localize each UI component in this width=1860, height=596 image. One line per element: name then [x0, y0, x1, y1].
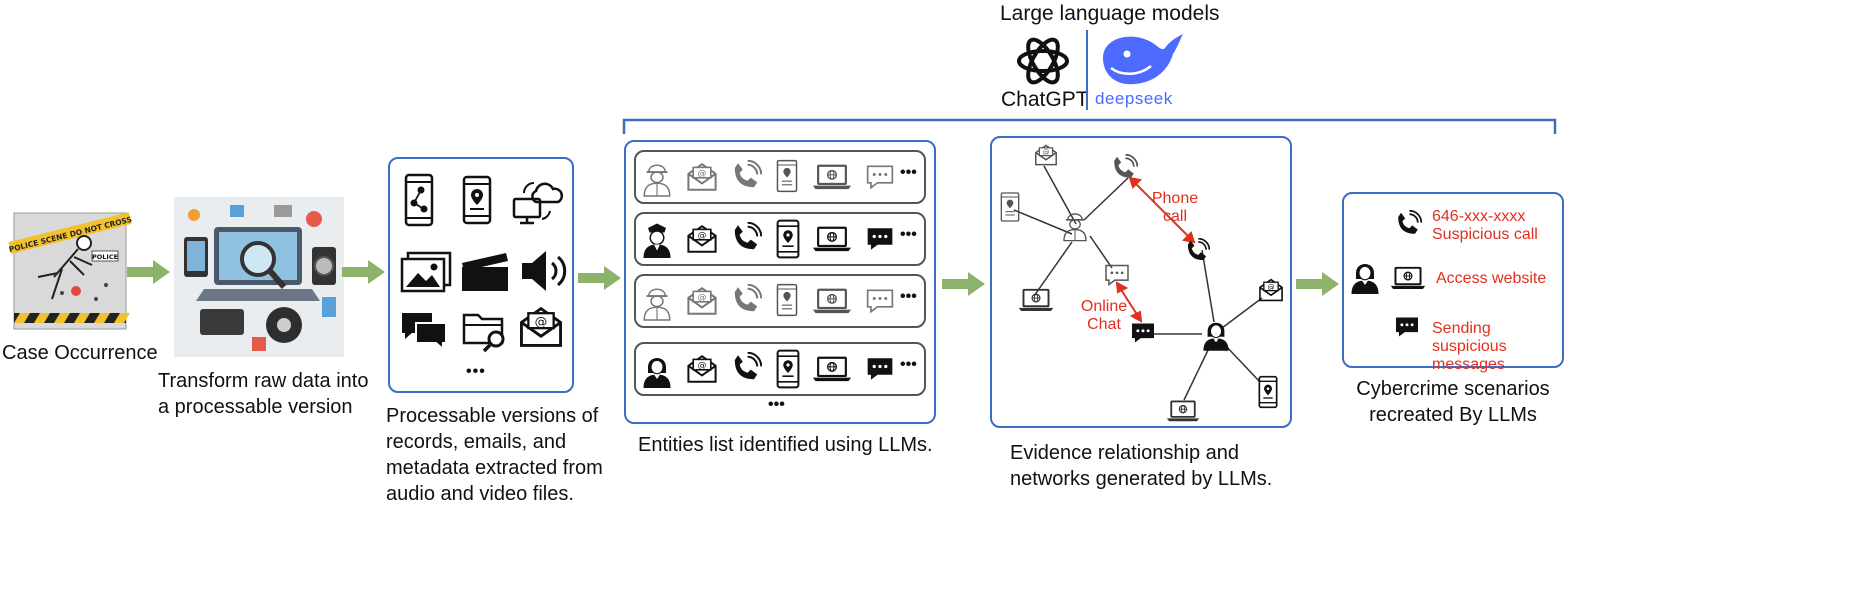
row-more-indicator: ••• — [900, 356, 917, 373]
phone-location-icon — [462, 173, 492, 227]
messages-icon — [402, 313, 447, 352]
call-icon — [1394, 210, 1422, 238]
row-more-indicator: ••• — [900, 226, 917, 243]
call-icon — [1184, 238, 1210, 264]
network-edges — [1013, 165, 1263, 401]
entity-row-1: ••• — [634, 150, 926, 204]
arrow-3 — [578, 265, 622, 291]
email-icon — [518, 305, 564, 349]
phone-contacts-icon — [404, 173, 434, 227]
chat-icon — [866, 226, 894, 252]
person-icon — [1202, 316, 1230, 352]
arrow-1 — [127, 259, 171, 285]
video-clapper-icon — [462, 253, 508, 291]
scenario-access-website: Access website — [1436, 270, 1547, 287]
chatgpt-label: ChatGPT — [1001, 88, 1089, 111]
mail-icon — [686, 224, 718, 254]
scenario-suspicious-call: 646-xxx-xxxx Suspicious call — [1432, 208, 1538, 243]
worker-icon — [1062, 208, 1088, 242]
deepseek-whale-icon — [1103, 34, 1183, 85]
phone-call-label: Phone call — [1151, 190, 1199, 225]
processable-caption-line1: Processable versions of — [386, 405, 599, 427]
chat-icon — [866, 164, 894, 190]
row-more-indicator: ••• — [900, 288, 917, 305]
row-more-indicator: ••• — [900, 164, 917, 181]
phone-location-icon — [776, 348, 800, 390]
data-transform-illustration — [174, 197, 344, 357]
person-icon — [642, 350, 672, 390]
llm-group-title: Large language models — [1000, 2, 1220, 25]
chat-icon — [1394, 316, 1420, 338]
entity-row-3: ••• — [634, 274, 926, 328]
arrow-4 — [942, 271, 986, 297]
processable-more-indicator: ••• — [466, 363, 486, 380]
arrow-2 — [342, 259, 386, 285]
scenarios-caption-line2: recreated By LLMs — [1369, 404, 1537, 426]
call-icon — [1110, 154, 1138, 182]
network-panel: Phone call Online Chat — [990, 136, 1292, 428]
worker-icon — [642, 158, 672, 198]
phone-location-icon — [776, 218, 800, 260]
mail-icon — [1258, 278, 1284, 302]
llm-divider — [1086, 30, 1088, 110]
network-caption-line2: networks generated by LLMs. — [1010, 468, 1273, 490]
cloud-sync-icon — [512, 182, 564, 225]
scenario-suspicious-messages: Sending suspicious messages — [1432, 320, 1507, 373]
photos-icon — [400, 251, 452, 293]
police-officer-icon — [642, 220, 672, 260]
phone-location-icon — [776, 280, 798, 320]
processable-caption-line3: metadata extracted from — [386, 457, 603, 479]
entities-panel: ••• ••• ••• ••• ••• — [624, 140, 936, 424]
call-icon — [730, 222, 762, 254]
network-caption-line1: Evidence relationship and — [1010, 442, 1240, 464]
phone-location-icon — [1258, 374, 1278, 410]
call-icon — [730, 352, 762, 384]
laptop-icon — [812, 226, 852, 252]
scenarios-caption-line1: Cybercrime scenarios — [1356, 378, 1550, 400]
entity-row-2: ••• — [634, 212, 926, 266]
call-icon — [730, 284, 762, 316]
entities-more-indicator: ••• — [768, 396, 785, 413]
entities-caption: Entities list identified using LLMs. — [638, 434, 933, 456]
chat-icon — [866, 288, 894, 314]
phone-location-icon — [1000, 190, 1020, 224]
entity-row-4: ••• — [634, 342, 926, 396]
transform-caption-line2: a processable version — [158, 396, 353, 418]
mail-icon — [686, 162, 718, 192]
laptop-icon — [812, 356, 852, 382]
call-icon — [730, 160, 762, 192]
person-outline-icon — [642, 282, 672, 322]
arrow-5 — [1296, 271, 1340, 297]
llm-scope-bracket — [622, 118, 1557, 134]
crime-scene-image: POLICE SCENE DO NOT CROSS POLICE — [8, 212, 133, 330]
transform-caption-line1: Transform raw data into — [158, 370, 369, 392]
chat-icon — [866, 356, 894, 382]
mail-icon — [686, 286, 718, 316]
deepseek-label: deepseek — [1095, 89, 1173, 108]
mail-icon — [686, 354, 718, 384]
laptop-icon — [1390, 266, 1426, 290]
laptop-icon — [1166, 400, 1200, 422]
chat-icon — [1130, 322, 1156, 344]
processable-panel: ••• — [388, 157, 574, 393]
mail-icon — [1034, 144, 1058, 166]
chat-icon — [1104, 264, 1130, 286]
chatgpt-logo-icon — [1017, 37, 1069, 85]
laptop-icon — [812, 288, 852, 314]
case-occurrence-caption: Case Occurrence — [2, 342, 158, 364]
processable-caption-line4: audio and video files. — [386, 483, 574, 505]
laptop-icon — [1018, 288, 1054, 312]
folder-search-icon — [462, 313, 505, 353]
scenarios-panel: 646-xxx-xxxx Suspicious call Access webs… — [1342, 192, 1564, 373]
person-icon — [1350, 256, 1380, 296]
police-badge-text: POLICE — [92, 253, 118, 261]
phone-location-icon — [776, 156, 798, 196]
laptop-icon — [812, 164, 852, 190]
audio-speaker-icon — [522, 251, 567, 291]
online-chat-label: Online Chat — [1080, 298, 1128, 333]
processable-caption-line2: records, emails, and — [386, 431, 567, 453]
